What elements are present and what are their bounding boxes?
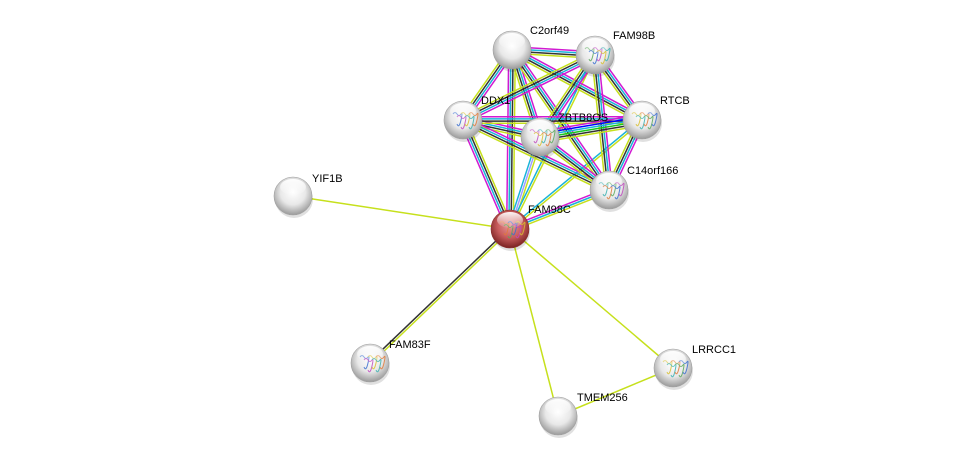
node-highlight [499,33,525,49]
edge-FAM98C-LRRCC1[interactable] [509,228,674,369]
node-label: TMEM256 [577,392,628,404]
node-label: FAM98B [613,30,655,42]
edge-line-textmining [557,367,674,417]
node-LRRCC1[interactable]: LRRCC1 [653,344,736,390]
node-TMEM256[interactable]: TMEM256 [538,392,628,438]
node-C2orf49[interactable]: C2orf49 [492,25,569,72]
edge-line-database [508,118,642,229]
node-FAM98C[interactable]: FAM98C [490,204,571,251]
node-highlight [497,212,523,228]
edge-line-textmining [465,118,514,228]
node-C14orf166[interactable]: C14orf166 [589,165,678,212]
edge-line-coexpression [462,120,609,192]
edge-FAM98C-FAM83F[interactable] [368,227,512,365]
node-highlight [545,399,571,415]
node-label: LRRCC1 [692,344,736,356]
node-highlight [629,103,655,119]
node-label: DDX1 [481,95,510,107]
edge-line-textmining [292,195,511,230]
edge-line-database [461,120,510,230]
node-ZBTB8OS[interactable]: ZBTB8OS [520,112,608,159]
node-DDX1[interactable]: DDX1 [443,95,510,142]
edge-line-coexpression [511,50,642,122]
node-label: YIF1B [312,173,343,185]
edge-line-experiment [514,47,613,189]
edge-line-textmining [509,228,559,417]
edges-layer [292,45,674,417]
edge-line-textmining [370,229,512,365]
edge-C2orf49-C14orf166[interactable] [508,47,613,193]
node-highlight [357,346,383,362]
node-label: RTCB [660,95,690,107]
node-highlight [660,351,686,367]
edge-FAM98C-TMEM256[interactable] [509,228,559,417]
node-highlight [280,179,306,195]
edge-line-coexpression [368,227,510,363]
edge-line-experiment [464,57,597,124]
edge-line-textmining [512,50,517,230]
edge-line-textmining [509,228,674,369]
edge-line-textmining [461,51,594,118]
edge-line-textmining [510,52,641,124]
node-YIF1B[interactable]: YIF1B [273,173,343,218]
node-label: FAM83F [389,339,431,351]
edge-line-textmining [461,122,608,194]
node-label: C2orf49 [530,25,569,37]
node-RTCB[interactable]: RTCB [622,95,690,142]
edge-line-experiment [459,121,508,231]
node-label: FAM98C [528,204,571,216]
node-highlight [596,173,622,189]
edge-line-coexpression [462,53,595,120]
node-FAM98B[interactable]: FAM98B [575,30,655,77]
node-label: ZBTB8OS [558,112,608,124]
edge-FAM98C-YIF1B[interactable] [292,195,511,230]
edge-line-database [463,55,596,122]
edge-FAM98C-DDX1[interactable] [459,118,514,231]
edge-line-textmining [508,51,607,193]
edge-TMEM256-LRRCC1[interactable] [557,367,674,417]
edge-FAM98B-DDX1[interactable] [461,51,597,124]
node-FAM83F[interactable]: FAM83F [350,339,431,385]
node-label: C14orf166 [627,165,678,177]
node-highlight [582,38,608,54]
node-highlight [450,103,476,119]
edge-line-coexpression [463,119,512,229]
node-highlight [527,120,553,136]
